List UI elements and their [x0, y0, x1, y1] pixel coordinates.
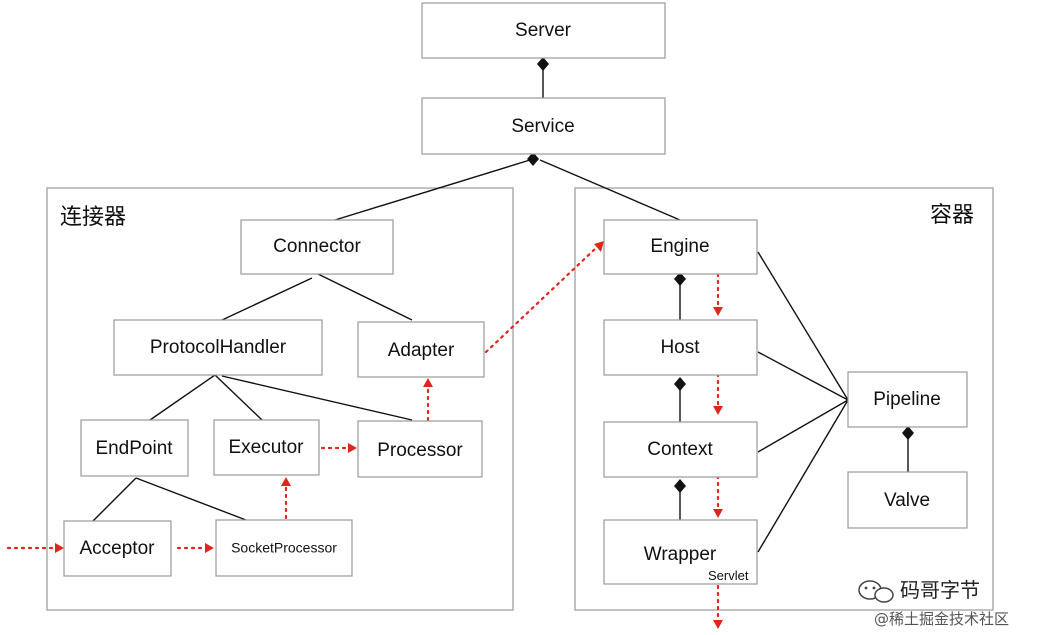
executor-processor-arrowhead — [348, 443, 357, 453]
protocolhandler-executor-link — [214, 374, 263, 421]
socketprocessor-box: SocketProcessor — [215, 519, 353, 577]
watermark-brand: 码哥字节 — [900, 578, 980, 602]
service-label: Service — [511, 116, 574, 137]
endpoint-box: EndPoint — [80, 419, 189, 477]
adapter-box: Adapter — [357, 321, 485, 378]
protocolhandler-label: ProtocolHandler — [150, 337, 287, 358]
container-group-title: 容器 — [930, 203, 974, 228]
adapter-label: Adapter — [388, 340, 455, 361]
valve-label: Valve — [884, 490, 930, 511]
connector-protocolhandler-link — [221, 277, 313, 321]
watermark-site: @稀土掘金技术社区 — [874, 610, 1009, 628]
protocolhandler-box: ProtocolHandler — [113, 319, 323, 376]
acceptor-box: Acceptor — [63, 520, 172, 577]
service-composition-diamond — [527, 152, 539, 166]
engine-composition-diamond — [674, 272, 686, 286]
endpoint-label: EndPoint — [95, 438, 173, 459]
connector-group-frame — [46, 187, 514, 611]
host-box: Host — [603, 319, 758, 376]
connector-group-title: 连接器 — [60, 205, 126, 230]
servlet-label: Servlet — [708, 568, 749, 583]
executor-box: Executor — [213, 419, 320, 476]
pipeline-composition-diamond — [902, 426, 914, 440]
wrapper-box: Wrapper Servlet — [603, 519, 758, 585]
context-pipeline-link — [757, 399, 849, 453]
watermark: 码哥字节 @稀土掘金技术社区 — [858, 578, 1009, 628]
server-box: Server — [421, 2, 666, 59]
processor-label: Processor — [377, 440, 463, 461]
context-wrapper-arrowhead — [713, 509, 723, 518]
service-box: Service — [421, 97, 666, 155]
acceptor-socketprocessor-arrowhead — [205, 543, 214, 553]
protocolhandler-processor-link — [221, 375, 413, 421]
processor-box: Processor — [357, 420, 483, 478]
socketprocessor-label: SocketProcessor — [231, 540, 337, 556]
processor-adapter-arrowhead — [423, 378, 433, 387]
host-pipeline-link — [757, 351, 849, 401]
server-composition-diamond — [537, 57, 549, 71]
protocolhandler-endpoint-link — [149, 374, 216, 421]
endpoint-acceptor-link — [92, 477, 137, 522]
engine-host-arrowhead — [713, 307, 723, 316]
endpoint-socketprocessor-link — [135, 477, 247, 521]
container-group-frame — [574, 187, 994, 611]
connector-label: Connector — [273, 236, 361, 257]
acceptor-label: Acceptor — [80, 538, 156, 559]
server-label: Server — [515, 20, 572, 41]
valve-box: Valve — [847, 471, 968, 529]
context-composition-diamond — [674, 479, 686, 493]
engine-box: Engine — [603, 219, 758, 275]
wrapper-servlet-arrowhead — [713, 620, 723, 629]
executor-label: Executor — [229, 437, 305, 458]
engine-label: Engine — [650, 236, 709, 257]
service-connector-link — [334, 159, 531, 221]
adapter-engine-arrowhead — [594, 241, 604, 252]
service-engine-link — [539, 159, 681, 221]
request-flow — [6, 241, 723, 629]
wrapper-label: Wrapper — [644, 544, 717, 565]
host-composition-diamond — [674, 377, 686, 391]
pipeline-label: Pipeline — [873, 389, 941, 410]
socketprocessor-executor-arrowhead — [281, 477, 291, 486]
context-box: Context — [603, 421, 758, 478]
engine-pipeline-link — [757, 251, 849, 401]
adapter-engine-flow — [484, 246, 598, 354]
context-label: Context — [647, 439, 713, 460]
host-label: Host — [660, 337, 700, 358]
pipeline-box: Pipeline — [847, 371, 968, 428]
wechat-icon — [858, 580, 894, 603]
host-context-arrowhead — [713, 406, 723, 415]
connector-box: Connector — [240, 219, 394, 275]
incoming-flow-arrowhead — [55, 543, 64, 553]
wrapper-pipeline-link — [757, 399, 849, 553]
connector-adapter-link — [317, 273, 413, 321]
